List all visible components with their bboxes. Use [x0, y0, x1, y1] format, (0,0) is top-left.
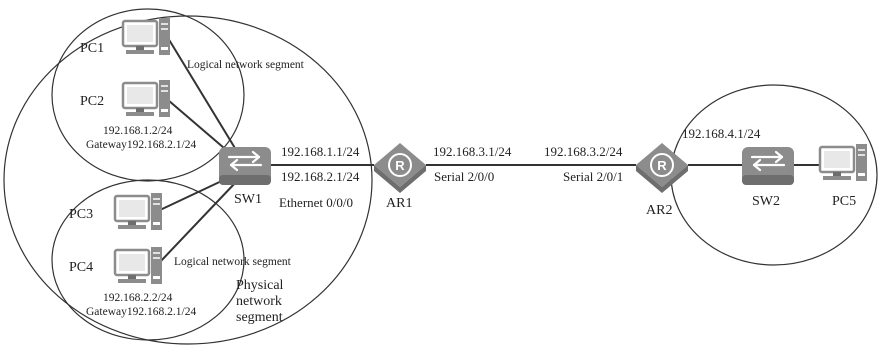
physical-segment-label-line3: segment: [236, 310, 283, 325]
physical-segment-label-line2: network: [236, 294, 282, 309]
ar1-serial-interface-label: Serial 2/0/0: [434, 169, 494, 184]
ar1-router-icon[interactable]: [373, 142, 427, 194]
pc5-icon[interactable]: [818, 142, 869, 183]
pc4-label: PC4: [69, 260, 93, 275]
pc2-gateway-label: Gateway192.168.2.1/24: [86, 139, 196, 151]
pc2-icon[interactable]: [121, 78, 172, 119]
ar2-lan-ip-label: 192.168.4.1/24: [682, 126, 761, 141]
ar2-serial-ip-label: 192.168.3.2/24: [544, 144, 623, 159]
logical-segment-top-label: Logical network segment: [187, 59, 305, 71]
pc3-icon[interactable]: [113, 191, 164, 232]
sw2-label: SW2: [752, 194, 780, 209]
pc2-ip-label: 192.168.1.2/24: [103, 125, 173, 137]
ar1-eth-interface-label: Ethernet 0/0/0: [279, 195, 353, 210]
sw1-label: SW1: [234, 192, 262, 207]
physical-segment-label-line1: Physical: [236, 278, 284, 293]
pc4-gateway-label: Gateway192.168.2.1/24: [86, 306, 196, 318]
sw1-switch-icon[interactable]: [217, 145, 273, 187]
logical-segment-top-ellipse: [51, 8, 245, 182]
ar1-serial-ip-label: 192.168.3.1/24: [433, 144, 512, 159]
ar1-eth-ip1-label: 192.168.1.1/24: [281, 144, 360, 159]
logical-segment-bottom-label: Logical network segment: [174, 256, 292, 268]
pc4-ip-label: 192.168.2.2/24: [103, 292, 173, 304]
pc1-icon[interactable]: [121, 16, 172, 57]
logical-segment-bottom-ellipse: [51, 179, 245, 341]
ar1-eth-ip2-label: 192.168.2.1/24: [281, 169, 360, 184]
pc3-label: PC3: [69, 207, 93, 222]
sw2-switch-icon[interactable]: [740, 145, 796, 187]
ar2-serial-interface-label: Serial 2/0/1: [563, 169, 623, 184]
pc2-label: PC2: [80, 94, 104, 109]
pc1-label: PC1: [80, 41, 104, 56]
ar2-label: AR2: [646, 203, 672, 218]
pc4-icon[interactable]: [113, 245, 164, 286]
ar1-label: AR1: [386, 196, 412, 211]
pc5-label: PC5: [832, 194, 856, 209]
link-pc3-sw1: [159, 177, 229, 211]
ar2-router-icon[interactable]: [635, 142, 689, 194]
physical-segment-ellipse: [3, 15, 373, 345]
link-pc1-sw1: [167, 37, 242, 159]
link-pc4-sw1: [159, 181, 237, 263]
